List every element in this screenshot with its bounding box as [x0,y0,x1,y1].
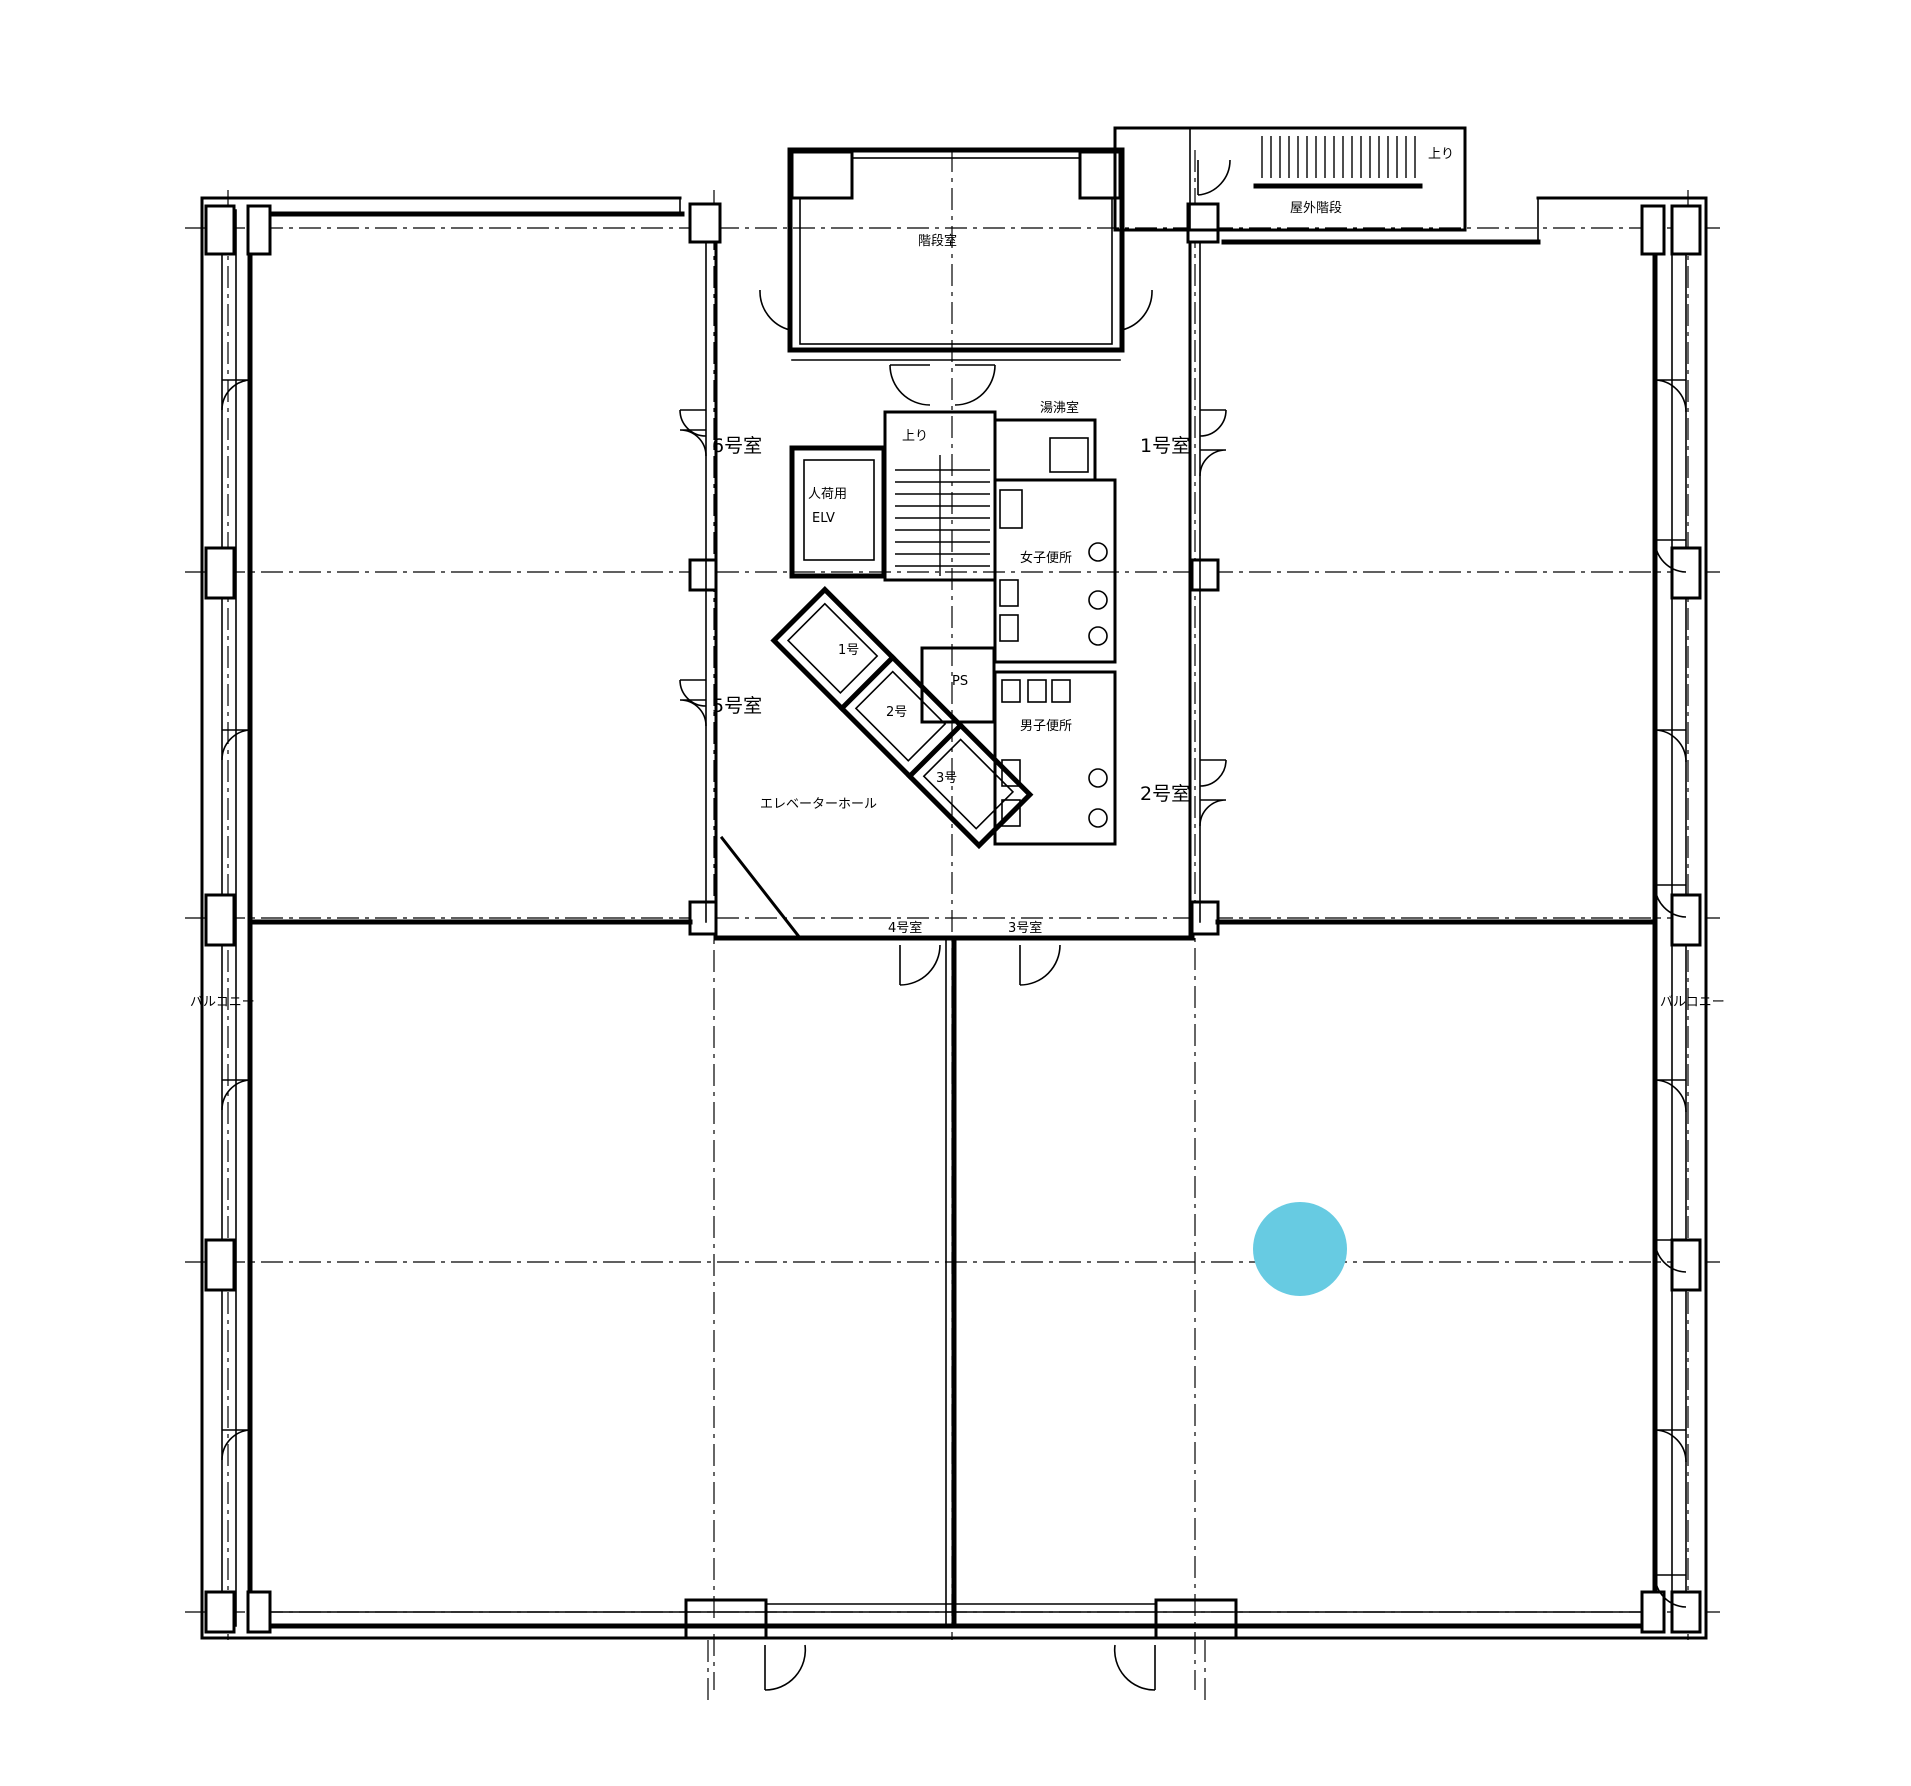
room-3-label: 3号室 [1008,920,1042,936]
mens-wc-label: 男子便所 [1020,719,1072,734]
doors [221,159,1687,1691]
core-stair-treads [895,455,990,576]
exterior-stair-treads [1253,136,1423,189]
room-2-label: 2号室 [1140,783,1190,805]
balcony-west-label: バルコニー [190,995,255,1010]
exterior-stair-label: 屋外階段 [1290,201,1342,216]
balcony-east-label: バルコニー [1660,995,1725,1010]
top-stair-room: 階段室 [787,147,1125,361]
core-interior: 上り 人荷用 ELV 湯沸室 女子便所 PS 男子便所 [760,400,1117,850]
elevator-1-label: 1号 [838,643,859,658]
elevator-bank [770,586,1034,850]
kitchen-label: 湯沸室 [1040,400,1079,416]
freight-elevator-label: 人荷用 [808,487,847,502]
exterior-stair: 上り 屋外階段 [1113,126,1467,232]
location-dot-icon[interactable] [1253,1202,1347,1296]
core-stair-up-label: 上り [902,429,928,444]
top-room-label: 階段室 [918,233,957,249]
ps-label: PS [952,674,968,689]
womens-wc-label: 女子便所 [1020,550,1072,566]
elevator-3-label: 3号 [936,771,957,786]
exterior-stair-up-label: 上り [1428,147,1454,162]
room-4-label: 4号室 [888,920,922,936]
elevator-2-label: 2号 [886,705,907,720]
room-5-label: 5号室 [712,695,762,717]
room-6-label: 6号室 [712,435,762,457]
freight-elevator-type: ELV [812,511,835,526]
columns [204,202,1702,1634]
partition-walls [247,240,1658,1629]
elevator-hall-label: エレベーターホール [760,797,877,812]
south-balconies: バルコニー バルコニー [190,995,1725,1700]
room-1-label: 1号室 [1140,435,1190,457]
room-labels: 6号室 5号室 1号室 2号室 4号室 3号室 [712,435,1190,936]
